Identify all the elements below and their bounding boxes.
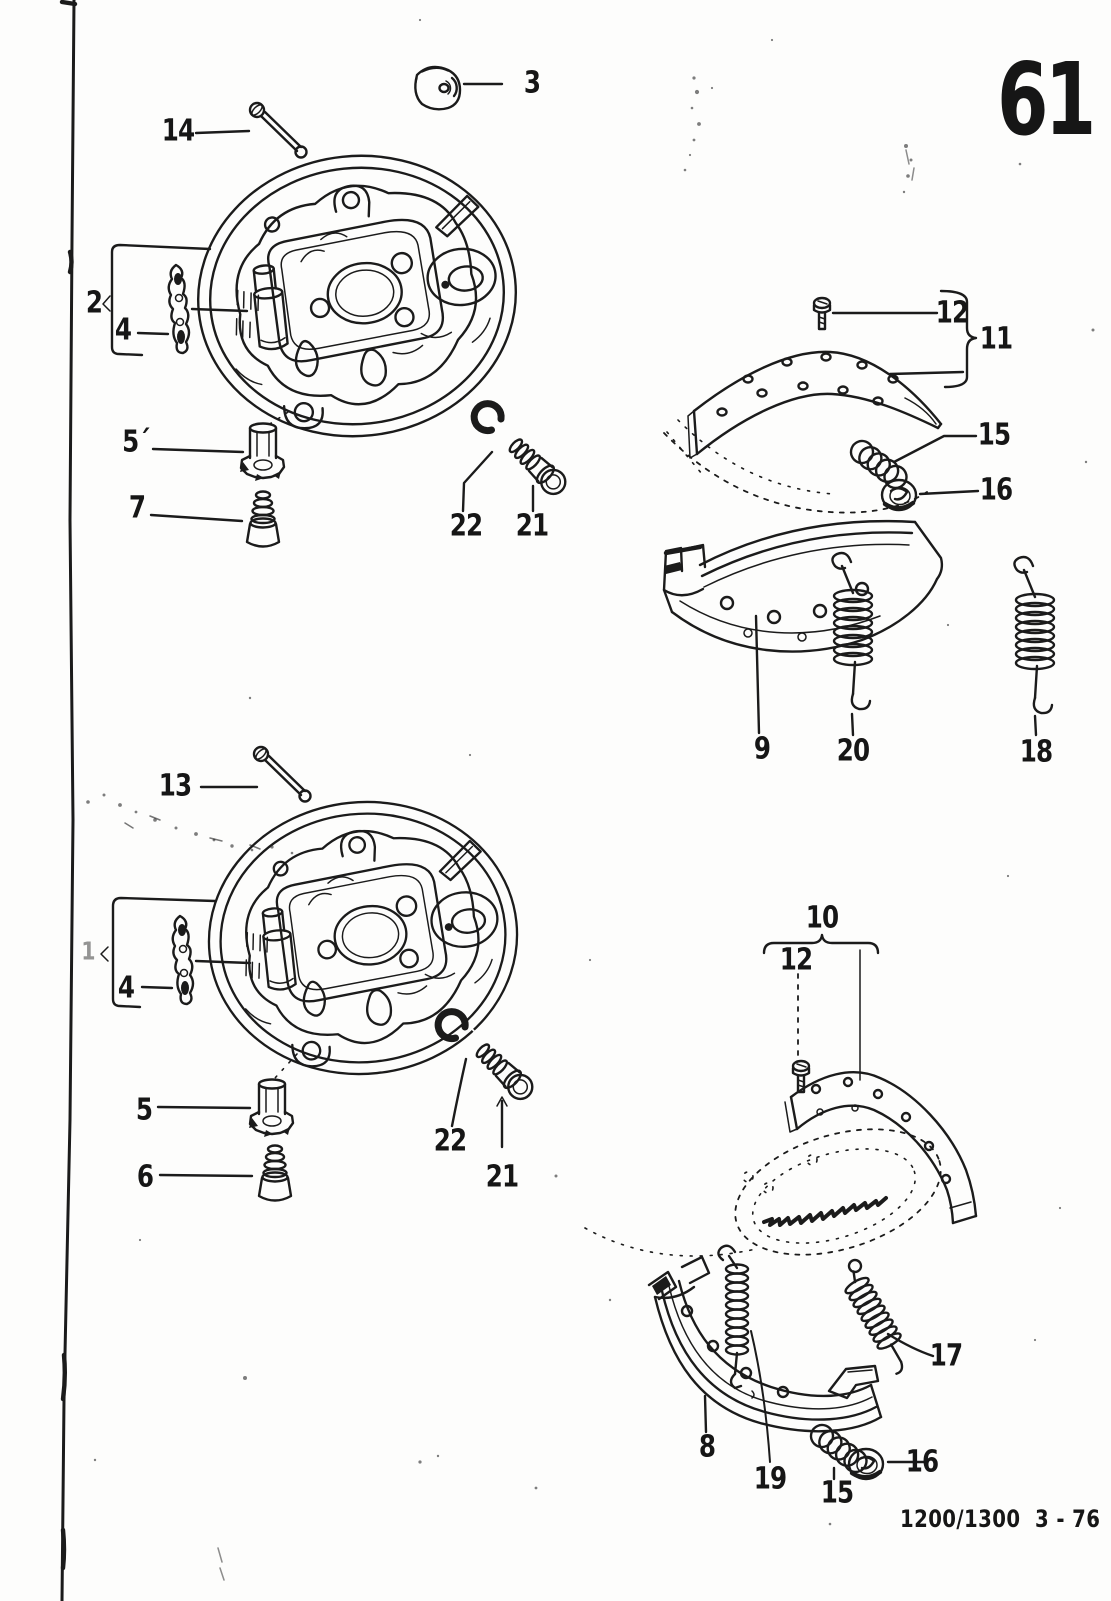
page-binding-edge — [59, 0, 78, 1601]
brake-lining-11 — [687, 350, 943, 459]
brake-lever-4-top — [167, 263, 191, 355]
spring-17 — [844, 1258, 935, 1375]
spring-20 — [831, 551, 874, 737]
paper-noise — [86, 18, 1097, 1581]
adjusting-nut-5-bottom — [156, 1053, 298, 1139]
cap-16-bottom — [849, 1449, 929, 1479]
spring-19 — [717, 1244, 771, 1463]
callout-12-top: 12 — [935, 295, 969, 331]
screw-7 — [149, 490, 281, 548]
callout-21-bottom: 21 — [485, 1159, 519, 1195]
callout-22-top: 22 — [449, 508, 483, 544]
spring-15-bottom — [802, 1420, 875, 1481]
spring-18 — [1013, 555, 1056, 737]
brake-lever-4-bottom — [171, 914, 195, 1006]
callout-1: 1 — [81, 936, 95, 966]
page-number: 61 — [997, 41, 1096, 158]
callout-6: 6 — [136, 1159, 154, 1195]
drum-outline-dashed-bottom — [584, 1128, 942, 1257]
bolt-13 — [199, 745, 312, 803]
callout-brace-10 — [762, 933, 880, 1081]
adjusting-nut-5-top — [151, 411, 289, 483]
callout-5-bottom: 5 — [135, 1092, 153, 1128]
callout-15-top: 15 — [977, 417, 1011, 453]
callout-4-bottom: 4 — [117, 970, 135, 1006]
callout-21-top: 21 — [515, 508, 549, 544]
callout-10: 10 — [805, 900, 839, 936]
bolt-21-top — [503, 433, 572, 513]
cap-nut-3 — [414, 65, 504, 111]
callout-11: 11 — [979, 321, 1013, 357]
callout-7: 7 — [128, 490, 146, 526]
callout-16-top: 16 — [979, 472, 1013, 508]
callout-bracket-11 — [888, 289, 978, 389]
callout-3: 3 — [523, 65, 541, 101]
callout-9: 9 — [753, 731, 771, 767]
callout-13: 13 — [158, 768, 192, 804]
bolt-14 — [194, 101, 308, 159]
brake-lining-10 — [784, 1071, 978, 1225]
callout-22-bottom: 22 — [433, 1123, 467, 1159]
clip-22-top — [461, 404, 512, 513]
callout-5-top: 5´ — [122, 424, 151, 460]
callout-16-bottom: 16 — [905, 1444, 939, 1480]
callout-12-bottom: 12 — [779, 942, 813, 978]
callout-4-top: 4 — [114, 312, 132, 348]
callout-18: 18 — [1019, 734, 1053, 770]
brake-shoe-8 — [647, 1255, 883, 1434]
cap-16-top — [882, 480, 980, 510]
callout-bracket-1 — [100, 896, 252, 1009]
callout-17: 17 — [929, 1338, 963, 1374]
callout-14: 14 — [161, 113, 195, 149]
callout-15-bottom: 15 — [820, 1475, 854, 1511]
callout-8: 8 — [698, 1429, 716, 1465]
spring-15-top — [842, 434, 978, 493]
clip-22-bottom — [438, 1012, 476, 1128]
callout-19: 19 — [753, 1461, 787, 1497]
screw-12-top — [812, 296, 939, 331]
callout-2: 2 — [85, 285, 103, 321]
footer-model-revision: 1200/1300 3 - 76 — [900, 1505, 1101, 1533]
brake-shoe-9 — [662, 519, 944, 735]
rear-backing-plate — [194, 785, 532, 1091]
bolt-21-bottom — [470, 1038, 539, 1149]
callout-20: 20 — [836, 733, 870, 769]
callout-bracket-2 — [102, 243, 249, 357]
drum-surface-dashed-top — [663, 419, 928, 514]
screw-6 — [158, 1144, 293, 1202]
